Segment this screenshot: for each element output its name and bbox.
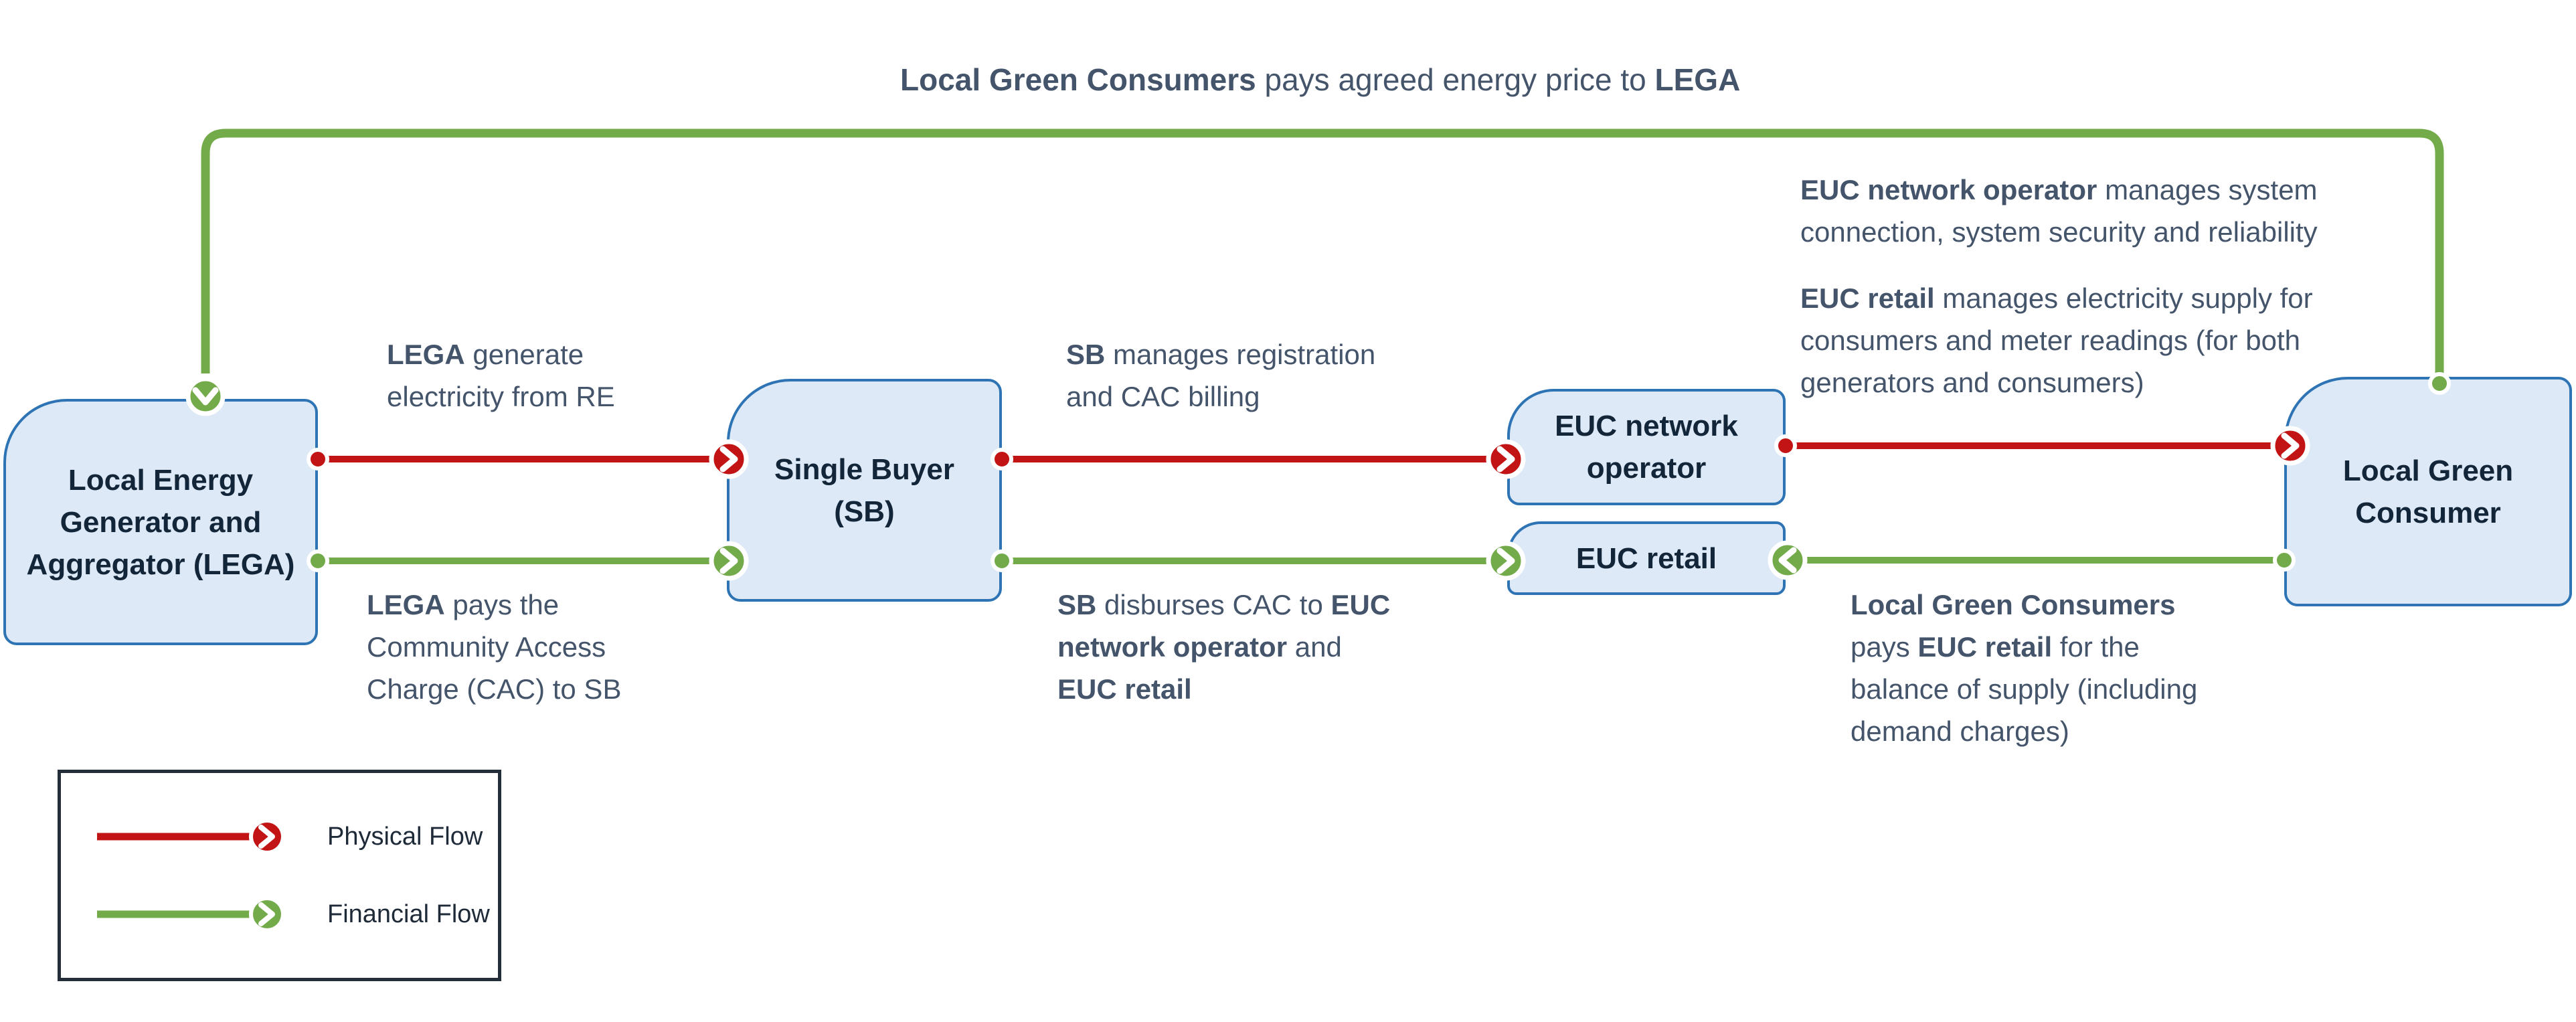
physical-flow-lega-to-sb	[307, 439, 749, 479]
node-sb-label-line: Single Buyer	[774, 452, 954, 486]
node-lega-label-line: Aggregator (LEGA)	[26, 547, 295, 581]
financial-flow-lgc-to-euc-retail	[1768, 540, 2296, 580]
node-local-green-consumer: Local Green Consumer	[2284, 377, 2572, 606]
node-lega-label-line: Local Energy	[68, 463, 254, 497]
financial-flow-sb-to-euc-retail	[991, 541, 1526, 581]
title-segment: Local Green Consumers	[900, 62, 1256, 97]
node-euc-network-label-line: operator	[1586, 452, 1707, 485]
node-euc-network-label-line: EUC network	[1555, 410, 1738, 442]
legend: Physical Flow Financial Flow	[58, 770, 501, 981]
node-sb-label-line: (SB)	[834, 495, 895, 528]
annotation-lgc-pays-euc-retail: Local Green Consumers pays EUC retail fo…	[1851, 589, 2198, 747]
annotation-sb-disburses-cac: SB disburses CAC to EUC network operator…	[1057, 589, 1391, 705]
physical-flow-arrow-icon	[97, 819, 285, 855]
physical-flow-sb-to-euc-network	[991, 439, 1526, 479]
annotation-lega-pays-cac: LEGA pays the Community Access Charge (C…	[367, 589, 622, 705]
financial-flow-arrow-icon	[97, 896, 285, 932]
annotation-top-title: Local Green Consumers pays agreed energy…	[900, 62, 1740, 98]
legend-item-physical-flow: Physical Flow	[92, 813, 498, 860]
legend-label-financial-flow: Financial Flow	[327, 900, 490, 928]
node-euc-retail: EUC retail	[1507, 521, 1786, 595]
node-euc-retail-label-line: EUC retail	[1575, 541, 1717, 575]
node-single-buyer: Single Buyer (SB)	[727, 379, 1002, 602]
annotation-euc-network-operator-note: EUC network operator manages system conn…	[1800, 174, 2318, 248]
financial-flow-lega-to-sb	[307, 541, 749, 581]
annotation-lega-generate: LEGA generate electricity from RE	[387, 339, 615, 412]
title-segment: pays agreed energy price to	[1256, 62, 1655, 97]
node-lgc-label-line: Consumer	[2355, 496, 2501, 529]
annotation-euc-retail-note: EUC retail manages electricity supply fo…	[1800, 282, 2313, 398]
node-lega-label-line: Generator and	[60, 505, 262, 539]
annotation-sb-manages: SB manages registration and CAC billing	[1066, 339, 1376, 412]
legend-item-financial-flow: Financial Flow	[92, 891, 498, 938]
title-segment: LEGA	[1654, 62, 1741, 97]
node-lgc-label-line: Local Green	[2342, 454, 2514, 487]
physical-flow-euc-network-to-lgc	[1774, 426, 2310, 466]
node-euc-network-operator: EUC network operator	[1507, 389, 1786, 505]
node-lega: Local Energy Generator and Aggregator (L…	[3, 399, 318, 645]
legend-label-physical-flow: Physical Flow	[327, 822, 483, 851]
